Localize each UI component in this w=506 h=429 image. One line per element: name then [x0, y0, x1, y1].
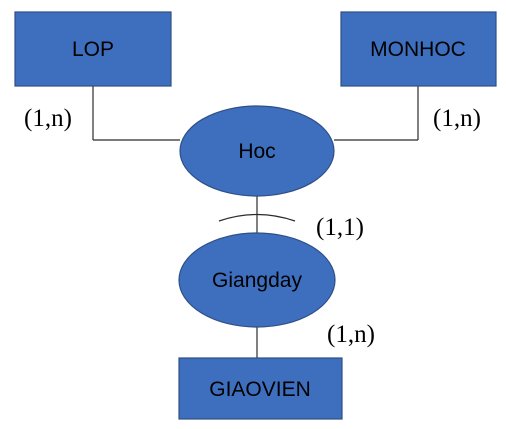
participation-arc [218, 213, 296, 222]
entity-lop-label: LOP [72, 38, 114, 61]
entity-monhoc-box [340, 11, 497, 87]
entity-monhoc: MONHOC [340, 11, 497, 87]
entity-giaovien: GIAOVIEN [178, 357, 343, 420]
relationship-giangday-ellipse [178, 232, 336, 328]
cardinality-giangday-giaovien: (1,n) [327, 321, 375, 348]
cardinality-lop-hoc: (1,n) [24, 105, 72, 132]
relationship-hoc-ellipse [179, 105, 335, 197]
entity-monhoc-label: MONHOC [370, 38, 466, 61]
entity-lop-box [14, 11, 172, 87]
relationship-giangday: Giangday [178, 232, 336, 328]
entity-giaovien-label: GIAOVIEN [209, 378, 311, 401]
relationship-giangday-label: Giangday [212, 269, 302, 292]
cardinality-hoc-giangday: (1,1) [316, 214, 364, 241]
relationship-hoc: Hoc [179, 105, 335, 197]
entity-lop: LOP [14, 11, 172, 87]
relationship-hoc-label: Hoc [238, 140, 275, 163]
cardinality-monhoc-hoc: (1,n) [433, 105, 481, 132]
entity-giaovien-box [178, 357, 343, 420]
